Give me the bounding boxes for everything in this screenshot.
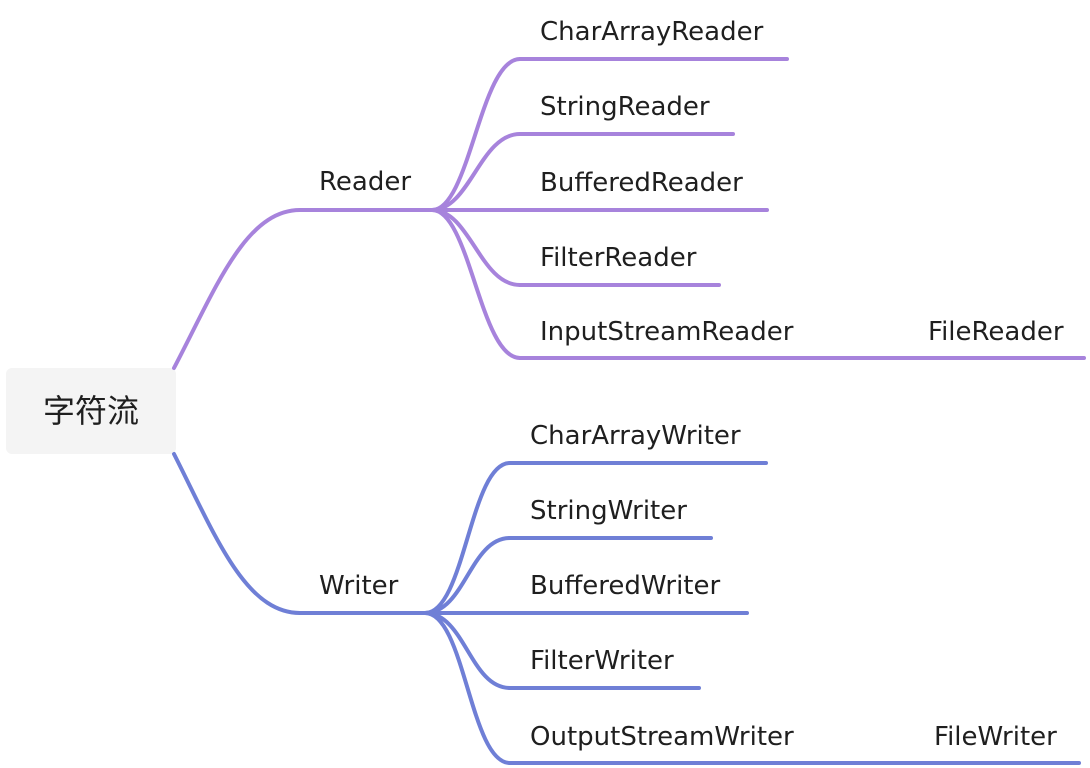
edge-root-to-reader [172,208,302,370]
node-stringwriter[interactable]: StringWriter [530,496,687,526]
node-writer[interactable]: Writer [319,571,399,601]
node-filewriter[interactable]: FileWriter [934,722,1057,752]
edge-reader-to-stringreader [430,132,522,212]
edge-reader-to-inputstreamreader [430,208,522,360]
node-bufferedwriter[interactable]: BufferedWriter [530,571,720,601]
edge-writer-to-chararraywriter [423,461,512,615]
branch-writer: Writer CharArrayWriter StringWriter Buff… [172,421,1081,765]
node-filterreader[interactable]: FilterReader [540,243,697,273]
node-filereader[interactable]: FileReader [928,317,1064,347]
edge-reader-to-filterreader [430,208,522,287]
node-filterwriter[interactable]: FilterWriter [530,646,674,676]
edge-writer-to-outputstreamwriter [423,611,512,765]
root-node-label: 字符流 [43,392,139,430]
edge-reader-to-chararrayreader [430,57,522,212]
node-chararrayreader[interactable]: CharArrayReader [540,17,764,47]
node-stringreader[interactable]: StringReader [540,92,710,122]
edge-writer-to-stringwriter [423,536,512,615]
node-bufferedreader[interactable]: BufferedReader [540,168,743,198]
edge-writer-to-filterwriter [423,611,512,690]
node-inputstreamreader[interactable]: InputStreamReader [540,317,794,347]
branch-reader: Reader CharArrayReader StringReader Buff… [172,17,1086,370]
root-node[interactable]: 字符流 [6,368,176,454]
edge-root-to-writer [172,452,302,615]
node-reader[interactable]: Reader [319,167,411,197]
node-chararraywriter[interactable]: CharArrayWriter [530,421,741,451]
root-node-box [6,368,176,454]
node-outputstreamwriter[interactable]: OutputStreamWriter [530,722,794,752]
